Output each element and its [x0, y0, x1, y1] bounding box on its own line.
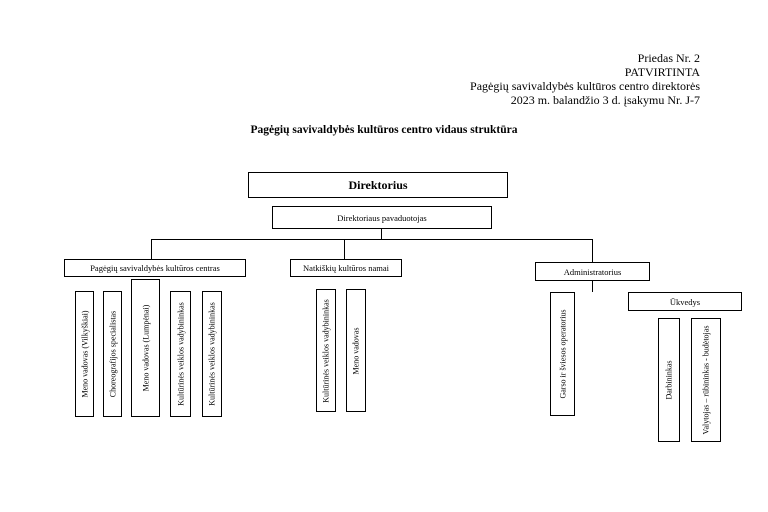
- ukvedys-box: Ūkvedys: [628, 292, 742, 311]
- connector-line: [151, 239, 592, 240]
- staff-box: Garso ir šviesos operatorius: [550, 292, 575, 416]
- staff-label: Meno vadovas: [351, 327, 361, 374]
- staff-label: Darbininkas: [664, 360, 674, 400]
- administrator-box: Administratorius: [535, 262, 650, 281]
- staff-label: Garso ir šviesos operatorius: [558, 309, 567, 399]
- cultural-center-box: Pagėgių savivaldybės kultūros centras: [64, 259, 246, 277]
- connector-line: [592, 239, 593, 262]
- connector-line: [151, 239, 152, 259]
- approver-line: Pagėgių savivaldybės kultūros centro dir…: [470, 79, 700, 93]
- staff-box: Meno vadovas: [346, 289, 366, 412]
- approval-label: PATVIRTINTA: [624, 65, 700, 79]
- deputy-box: Direktoriaus pavaduotojas: [272, 206, 492, 229]
- staff-box: Meno vadovas (Lumpėnai): [131, 279, 160, 417]
- staff-box: Valytojas – rūbininkas - budėtojas: [691, 318, 721, 442]
- staff-box: Kultūrinės veiklos vadybininkas: [202, 291, 222, 417]
- page-title: Pagėgių savivaldybės kultūros centro vid…: [250, 124, 518, 136]
- staff-box: Choreografijos specialistas: [103, 291, 122, 417]
- natkiskiai-house-box: Natkiškių kultūros namai: [290, 259, 402, 277]
- staff-label: Choreografijos specialistas: [108, 310, 117, 398]
- appendix-number: Priedas Nr. 2: [637, 51, 700, 65]
- staff-box: Darbininkas: [658, 318, 680, 442]
- connector-line: [592, 281, 593, 292]
- staff-box: Kultūrinės veiklos vadybininkas: [316, 289, 336, 412]
- staff-label: Kultūrinės veiklos vadybininkas: [176, 302, 185, 406]
- staff-box: Kultūrinės veiklos vadybininkas: [170, 291, 191, 417]
- staff-label: Meno vadovas (Lumpėnai): [141, 304, 150, 392]
- staff-label: Kultūrinės veiklos vadybininkas: [321, 298, 331, 403]
- staff-box: Meno vadovas (Vilkyškiai): [75, 291, 94, 417]
- connector-line: [344, 239, 345, 259]
- order-line: 2023 m. balandžio 3 d. įsakymu Nr. J-7: [510, 93, 700, 107]
- staff-label: Valytojas – rūbininkas - budėtojas: [701, 325, 711, 435]
- staff-label: Meno vadovas (Vilkyškiai): [80, 310, 89, 398]
- connector-line: [381, 229, 382, 239]
- staff-label: Kultūrinės veiklos vadybininkas: [207, 302, 217, 406]
- director-box: Direktorius: [248, 172, 508, 198]
